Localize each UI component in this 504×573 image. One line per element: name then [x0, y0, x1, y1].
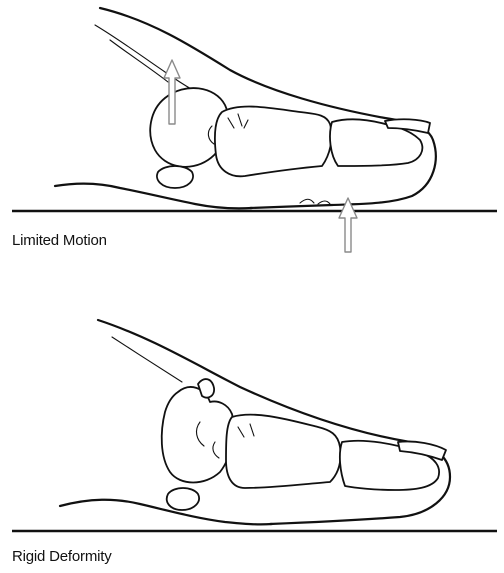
foot-outline-plantar	[60, 500, 272, 525]
panel-rigid-deformity: Rigid Deformity	[0, 292, 504, 573]
proximal-phalanx	[215, 107, 332, 177]
caption-rigid-deformity: Rigid Deformity	[12, 548, 112, 565]
proximal-phalanx	[226, 415, 341, 488]
arrow-up-icon	[339, 198, 357, 252]
skin-crease	[300, 199, 330, 204]
sesamoid-bone	[157, 166, 193, 188]
panel-limited-motion: Limited Motion	[0, 0, 504, 262]
tendon-line	[112, 337, 182, 382]
sesamoid-bone	[167, 488, 199, 510]
foot-illustration-rigid-deformity	[0, 292, 504, 573]
tendon-line-2	[110, 40, 168, 82]
foot-illustration-limited-motion	[0, 0, 504, 262]
caption-limited-motion: Limited Motion	[12, 232, 107, 249]
metatarsal-head	[162, 387, 234, 482]
foot-outline-plantar	[55, 184, 252, 209]
